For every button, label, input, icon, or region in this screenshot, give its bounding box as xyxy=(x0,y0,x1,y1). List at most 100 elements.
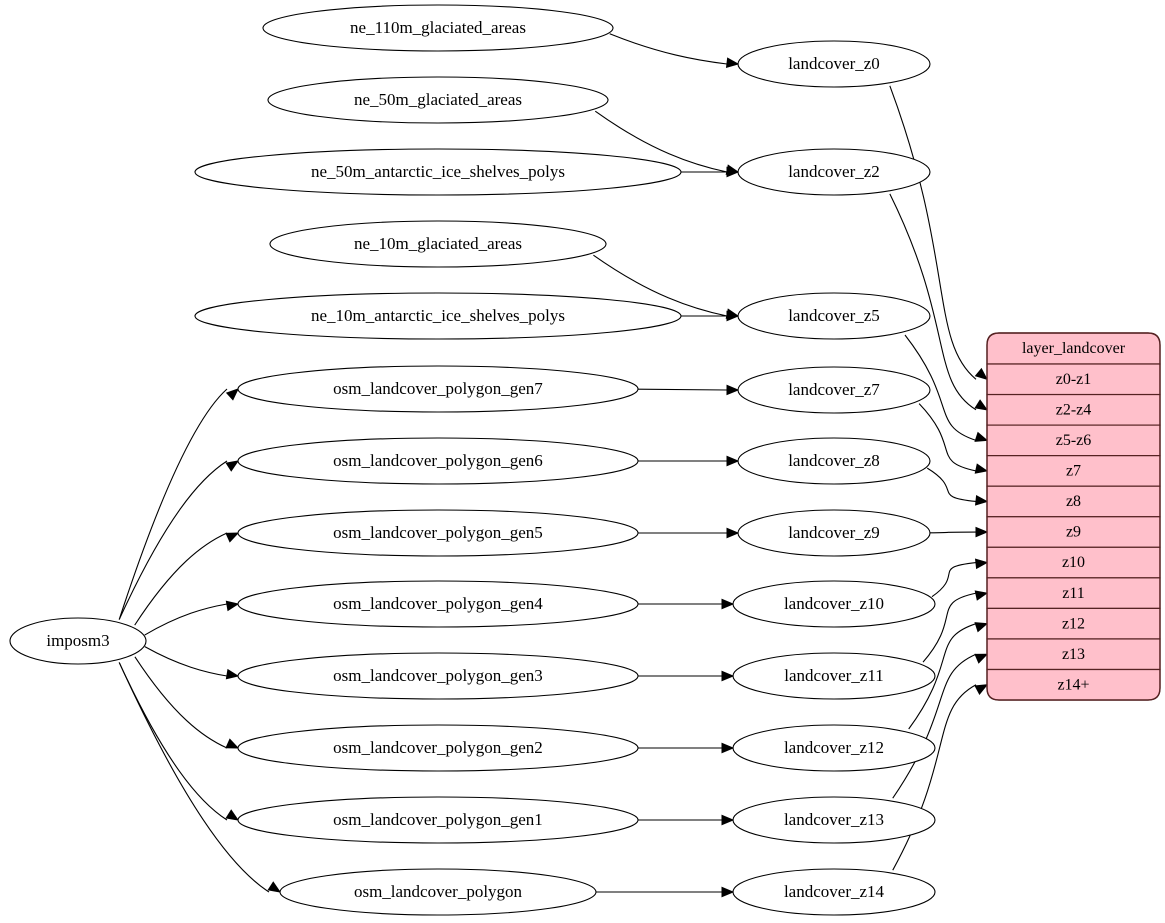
edge-landcover_z14-to-layer-landcover-z14- xyxy=(892,684,989,871)
edge-arrowhead xyxy=(726,455,740,467)
edge-arrowhead xyxy=(726,310,740,322)
osm-table-node-ellipse[interactable] xyxy=(237,580,639,628)
edge-path xyxy=(118,662,228,821)
node-label: osm_landcover_polygon_gen4 xyxy=(333,594,543,613)
node-landcover_z8[interactable]: landcover_z8 xyxy=(737,437,931,485)
edge-imposm3-to-osm-landcover-polygon xyxy=(118,662,282,893)
natural-earth-node-ellipse[interactable] xyxy=(194,148,682,196)
table-header-label: layer_landcover xyxy=(1022,340,1126,357)
node-osm_landcover_polygon_gen4[interactable]: osm_landcover_polygon_gen4 xyxy=(237,580,639,628)
edge-imposm3-to-osm-landcover-polygon-gen5 xyxy=(134,532,240,626)
edge-path xyxy=(931,562,977,598)
source-node-ellipse[interactable] xyxy=(9,617,147,665)
natural-earth-node-ellipse[interactable] xyxy=(267,76,609,124)
node-osm_landcover_polygon_gen2[interactable]: osm_landcover_polygon_gen2 xyxy=(237,724,639,772)
edge-path xyxy=(892,653,977,799)
node-label: landcover_z5 xyxy=(788,306,880,325)
edge-osm_landcover_polygon_gen4-to-landcover-z10 xyxy=(638,598,735,610)
edge-arrowhead xyxy=(721,742,735,754)
landcover-node-ellipse[interactable] xyxy=(732,580,936,628)
landcover-node-ellipse[interactable] xyxy=(737,509,931,557)
landcover-node-ellipse[interactable] xyxy=(732,796,936,844)
natural-earth-node-ellipse[interactable] xyxy=(194,292,682,340)
landcover-node-ellipse[interactable] xyxy=(737,148,931,196)
node-ne_10m_antarctic_ice_shelves_polys[interactable]: ne_10m_antarctic_ice_shelves_polys xyxy=(194,292,682,340)
node-landcover_z14[interactable]: landcover_z14 xyxy=(732,868,936,916)
edge-ne_10m_antarctic_ice_shelves_polys-to-landcover-z5 xyxy=(680,310,740,322)
table-node-layer-landcover[interactable]: layer_landcoverz0-z1z2-z4z5-z6z7z8z9z10z… xyxy=(986,332,1161,701)
table-row-label: z2-z4 xyxy=(1056,401,1092,418)
edge-landcover_z7-to-layer-landcover-z7 xyxy=(918,403,989,474)
edge-arrowhead xyxy=(721,598,735,610)
table-row-label: z14+ xyxy=(1057,676,1089,693)
node-landcover_z11[interactable]: landcover_z11 xyxy=(732,652,936,700)
landcover-node-ellipse[interactable] xyxy=(732,868,936,916)
node-osm_landcover_polygon_gen7[interactable]: osm_landcover_polygon_gen7 xyxy=(237,365,639,413)
edge-imposm3-to-osm-landcover-polygon-gen2 xyxy=(134,656,240,749)
osm-table-node-ellipse[interactable] xyxy=(237,365,639,413)
node-landcover_z5[interactable]: landcover_z5 xyxy=(737,292,931,340)
osm-table-node-ellipse[interactable] xyxy=(237,652,639,700)
osm-table-node-ellipse[interactable] xyxy=(237,724,639,772)
edge-path xyxy=(889,85,977,380)
table-row-z7[interactable] xyxy=(986,455,1161,487)
edge-path xyxy=(637,388,728,391)
table-row-z0-z1[interactable] xyxy=(986,363,1161,396)
node-landcover_z10[interactable]: landcover_z10 xyxy=(732,580,936,628)
node-label: ne_10m_glaciated_areas xyxy=(354,234,522,253)
edge-osm_landcover_polygon_gen7-to-landcover-z7 xyxy=(637,384,740,396)
node-ne_110m_glaciated_areas[interactable]: ne_110m_glaciated_areas xyxy=(262,4,614,52)
node-imposm3[interactable]: imposm3 xyxy=(9,617,147,665)
landcover-node-ellipse[interactable] xyxy=(732,652,936,700)
edge-path xyxy=(134,532,228,626)
node-label: landcover_z2 xyxy=(788,162,880,181)
edge-arrowhead xyxy=(974,399,989,411)
landcover-node-ellipse[interactable] xyxy=(737,366,931,414)
landcover-node-ellipse[interactable] xyxy=(737,292,931,340)
osm-table-node-ellipse[interactable] xyxy=(237,796,639,844)
node-ne_50m_antarctic_ice_shelves_polys[interactable]: ne_50m_antarctic_ice_shelves_polys xyxy=(194,148,682,196)
table-row-label: z9 xyxy=(1066,524,1081,541)
edge-imposm3-to-osm-landcover-polygon-gen1 xyxy=(118,662,240,821)
node-label: landcover_z12 xyxy=(784,738,884,757)
node-landcover_z0[interactable]: landcover_z0 xyxy=(737,40,931,88)
edge-path xyxy=(118,662,270,893)
node-osm_landcover_polygon_gen3[interactable]: osm_landcover_polygon_gen3 xyxy=(237,652,639,700)
node-osm_landcover_polygon_gen6[interactable]: osm_landcover_polygon_gen6 xyxy=(237,437,639,485)
edge-landcover_z11-to-layer-landcover-z11 xyxy=(922,590,989,663)
edge-arrowhead xyxy=(721,670,735,682)
osm-table-node-ellipse[interactable] xyxy=(237,509,639,557)
edge-path xyxy=(926,467,977,503)
table-row-label: z5-z6 xyxy=(1056,432,1092,449)
node-landcover_z7[interactable]: landcover_z7 xyxy=(737,366,931,414)
landcover-node-ellipse[interactable] xyxy=(737,437,931,485)
edge-arrowhead xyxy=(721,886,735,898)
edge-arrowhead xyxy=(974,590,989,601)
node-osm_landcover_polygon_gen5[interactable]: osm_landcover_polygon_gen5 xyxy=(237,509,639,557)
node-osm_landcover_polygon_gen1[interactable]: osm_landcover_polygon_gen1 xyxy=(237,796,639,844)
edge-ne_110m_glaciated_areas-to-landcover-z0 xyxy=(609,33,740,68)
natural-earth-node-ellipse[interactable] xyxy=(262,4,614,52)
node-landcover_z2[interactable]: landcover_z2 xyxy=(737,148,931,196)
node-osm_landcover_polygon[interactable]: osm_landcover_polygon xyxy=(279,868,597,916)
node-ne_50m_glaciated_areas[interactable]: ne_50m_glaciated_areas xyxy=(267,76,609,124)
table-row-z13[interactable] xyxy=(986,638,1161,671)
landcover-node-ellipse[interactable] xyxy=(737,40,931,88)
osm-table-node-ellipse[interactable] xyxy=(279,868,597,916)
table-row-label: z12 xyxy=(1062,615,1085,632)
table-row-z11[interactable] xyxy=(986,577,1161,609)
landcover-node-ellipse[interactable] xyxy=(732,724,936,772)
node-landcover_z12[interactable]: landcover_z12 xyxy=(732,724,936,772)
osm-table-node-ellipse[interactable] xyxy=(237,437,639,485)
table-row-label: z0-z1 xyxy=(1056,371,1092,388)
node-label: ne_50m_glaciated_areas xyxy=(354,90,522,109)
node-landcover_z9[interactable]: landcover_z9 xyxy=(737,509,931,557)
table-row-z10[interactable] xyxy=(986,546,1161,579)
node-ne_10m_glaciated_areas[interactable]: ne_10m_glaciated_areas xyxy=(269,220,607,268)
edge-landcover_z9-to-layer-landcover-z9 xyxy=(929,526,989,538)
node-label: osm_landcover_polygon_gen6 xyxy=(333,451,543,470)
table-outline xyxy=(986,332,1161,701)
natural-earth-node-ellipse[interactable] xyxy=(269,220,607,268)
node-landcover_z13[interactable]: landcover_z13 xyxy=(732,796,936,844)
table-row-z9[interactable] xyxy=(986,516,1161,548)
